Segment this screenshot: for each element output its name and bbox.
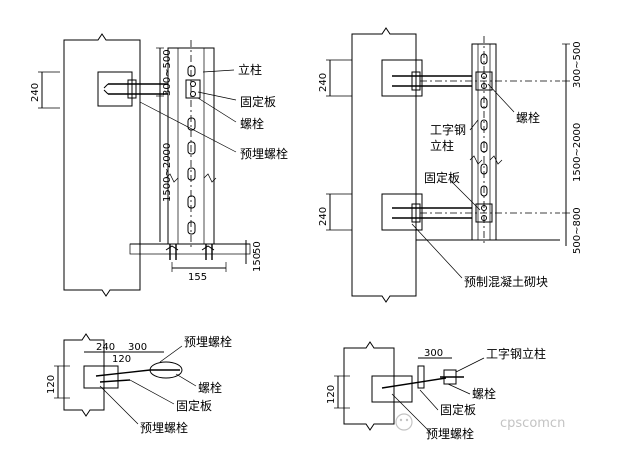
label-precast-block: 预制混凝土砌块	[464, 274, 548, 289]
label-bolt-br: 螺栓	[472, 386, 496, 401]
label-embedded-bolt-bl-bottom: 预埋螺栓	[140, 420, 188, 435]
detail-bottom-left: 120 240 300 120 预埋螺栓 螺栓 固定板 预埋螺栓	[46, 333, 232, 435]
dim-240-right-upper: 240	[318, 73, 329, 92]
dim-240-right-lower: 240	[318, 207, 329, 226]
wechat-icon	[395, 413, 413, 431]
label-i-beam-column-br: 工字钢立柱	[486, 346, 546, 361]
dim-120-left: 120	[46, 375, 57, 394]
label-embedded-bolt: 预埋螺栓	[240, 146, 288, 161]
watermark-text: cpscomcn	[500, 416, 565, 431]
dim-120-right: 120	[326, 385, 337, 404]
dim-300-500: 300~500	[162, 49, 173, 96]
dim-300-right: 300	[424, 348, 443, 359]
label-i-beam-line1: 工字钢	[430, 122, 466, 137]
column-slots	[187, 65, 196, 235]
embedded-block	[97, 71, 133, 107]
dim-240-left: 240	[30, 83, 41, 102]
dim-1500-2000-right: 1500~2000	[572, 123, 583, 182]
detail-bottom-right: 120 300 工字钢立柱 螺栓 固定板 预埋螺栓	[326, 341, 546, 441]
dim-300-500-right: 300~500	[572, 41, 583, 88]
dim-500-800: 500~800	[572, 207, 583, 254]
label-embedded-bolt-br: 预埋螺栓	[426, 426, 474, 441]
wall-hatched	[63, 33, 141, 297]
dim-300-bottom: 300	[128, 342, 147, 353]
detail-top-right: 240 240	[318, 27, 583, 303]
dim-120-top: 120	[112, 354, 131, 365]
dim-150: 150	[252, 253, 263, 272]
ground	[129, 243, 251, 255]
label-i-beam-line2: 立柱	[430, 138, 454, 153]
detail-top-left: 240 300~500 1500~2000	[30, 33, 288, 297]
watermark: cpscomcn	[395, 413, 565, 431]
label-bolt-right: 螺栓	[516, 110, 540, 125]
label-fixing-plate-bl: 固定板	[176, 398, 212, 413]
label-fixing-plate: 固定板	[240, 94, 276, 109]
dim-50: 50	[252, 241, 263, 254]
label-fixing-plate-br: 固定板	[440, 402, 476, 417]
label-column: 立柱	[238, 62, 262, 77]
label-embedded-bolt-bl-top: 预埋螺栓	[184, 334, 232, 349]
dim-155: 155	[188, 272, 207, 283]
label-bolt-bl: 螺栓	[198, 380, 222, 395]
dim-1500-2000: 1500~2000	[162, 143, 173, 202]
label-bolt: 螺栓	[240, 116, 264, 131]
dim-240-bottom: 240	[96, 342, 115, 353]
label-fixing-plate-right: 固定板	[424, 170, 460, 185]
wall-hatched-right	[351, 27, 417, 303]
i-beam-slots	[480, 53, 488, 197]
